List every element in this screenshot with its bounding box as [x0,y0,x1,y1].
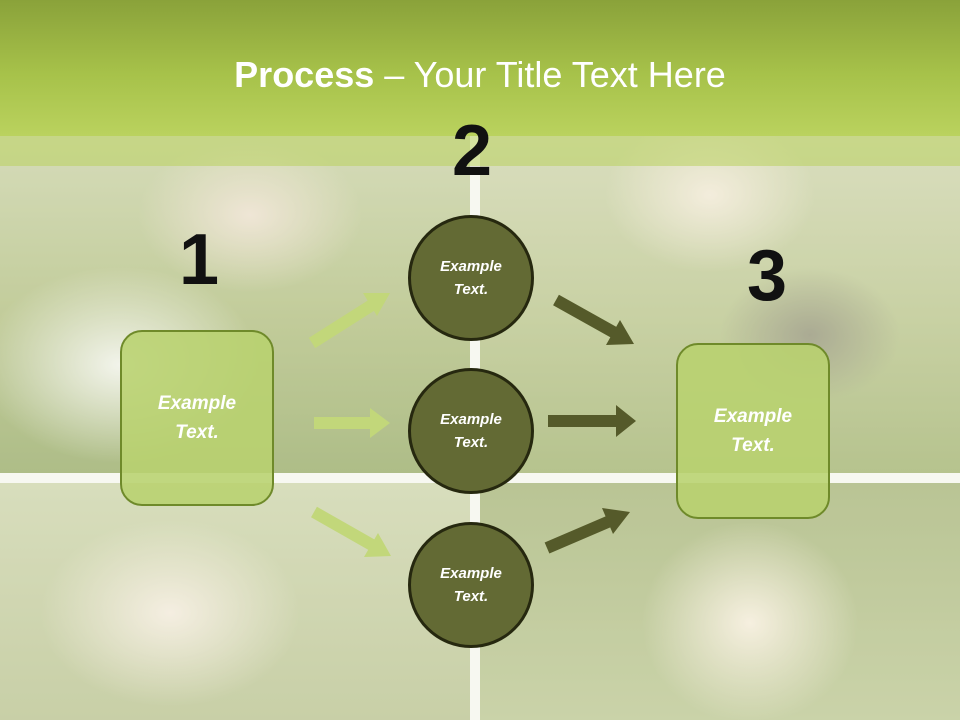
step-2-circle-bottom[interactable]: Example Text. [408,522,534,648]
title-bold-part: Process [234,54,375,95]
slide-title[interactable]: Process – Your Title Text Here [0,52,960,98]
title-bar [0,0,960,136]
circle-middle-text: Example Text. [440,411,502,451]
arrow-middle-circle-to-right-box [548,405,636,437]
step-number-3: 3 [746,236,788,316]
arrow-box-to-top-circle [308,293,390,349]
arrow-box-to-bottom-circle [311,506,391,557]
title-regular-part: – Your Title Text Here [374,54,726,95]
step-2-circle-top[interactable]: Example Text. [408,215,534,341]
circle-bottom-text: Example Text. [440,565,502,605]
arrow-box-to-middle-circle [314,408,390,438]
step-1-box[interactable]: Example Text. [120,330,274,506]
background-photo-bottom-left [0,483,470,720]
circle-top-text: Example Text. [440,258,502,298]
arrow-bottom-circle-to-right-box [544,508,630,554]
step-1-box-text: Example Text. [157,393,237,443]
step-3-box[interactable]: Example Text. [676,343,830,519]
background-photo-bottom-right [480,483,960,720]
title-bar-fade [0,136,960,166]
step-3-box-text: Example Text. [713,406,793,456]
step-number-1: 1 [178,220,220,300]
step-number-2: 2 [451,111,493,191]
step-2-circle-middle[interactable]: Example Text. [408,368,534,494]
arrow-top-circle-to-right-box [553,294,634,345]
